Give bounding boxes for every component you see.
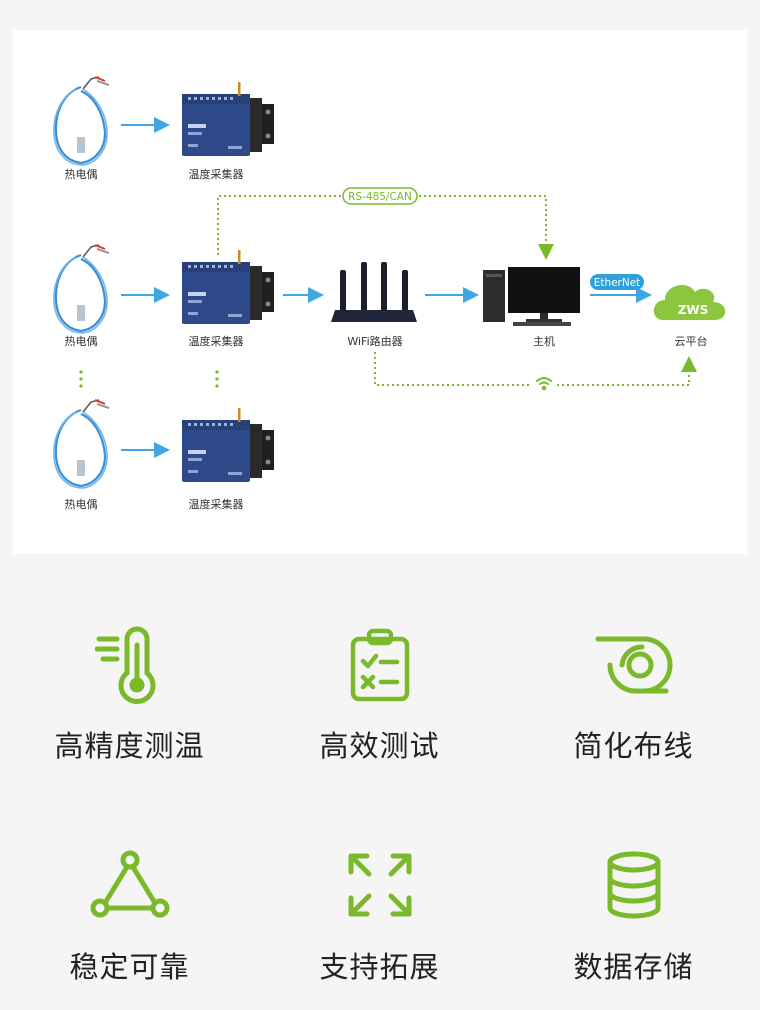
collector-1-label: 温度采集器: [189, 167, 244, 181]
feature-label: 高精度测温: [54, 729, 205, 763]
thermometer-icon: [94, 626, 155, 704]
host-label: 主机: [533, 334, 555, 348]
feature-label: 支持拓展: [319, 950, 440, 984]
cloud-platform-icon: ZWS: [653, 285, 726, 320]
feature-efficient-test: 高效测试: [253, 625, 506, 765]
system-diagram: 热电偶 温度采集器 热电偶 温度采集器 热电偶 温度采集器 RS-485/CAN…: [13, 30, 747, 554]
cloud-logo-text: ZWS: [678, 303, 709, 317]
more-collectors-ellipsis: [215, 370, 219, 388]
thermocouple-2-icon: [52, 243, 111, 335]
collector-2-icon: [182, 250, 274, 324]
collector-2-label: 温度采集器: [189, 334, 244, 348]
feature-stable-reliable: 稳定可靠: [3, 850, 256, 986]
feature-label: 高效测试: [319, 729, 440, 763]
feature-high-precision: 高精度测温: [3, 625, 256, 765]
thermocouple-1-label: 热电偶: [65, 168, 98, 181]
ethernet-link-label: EtherNet: [594, 277, 641, 289]
more-thermocouples-ellipsis: [79, 370, 83, 388]
triangle-nodes-icon: [90, 850, 169, 918]
thermocouple-2-label: 热电偶: [65, 335, 98, 348]
thermocouple-3-icon: [52, 398, 111, 490]
wifi-icon: [536, 377, 552, 391]
router-label: WiFi路由器: [347, 334, 402, 348]
feature-label: 数据存储: [573, 950, 694, 984]
diagram-canvas: 热电偶 温度采集器 热电偶 温度采集器 热电偶 温度采集器 RS-485/CAN…: [52, 75, 726, 511]
feature-expandable: 支持拓展: [253, 850, 506, 986]
checklist-icon: [350, 628, 409, 702]
wifi-router-icon: [331, 262, 417, 322]
feature-label: 稳定可靠: [69, 950, 190, 984]
feature-label: 简化布线: [573, 729, 694, 763]
host-computer-icon: [483, 267, 580, 326]
thermocouple-1-icon: [52, 75, 111, 167]
collector-3-label: 温度采集器: [189, 497, 244, 511]
collector-1-icon: [182, 82, 274, 156]
cloud-label: 云平台: [675, 334, 708, 348]
feature-data-storage: 数据存储: [507, 850, 760, 986]
feature-simplified-wiring: 简化布线: [507, 625, 760, 765]
rs485-link-label: RS-485/CAN: [348, 191, 412, 203]
expand-arrows-icon: [348, 853, 411, 917]
thermocouple-3-label: 热电偶: [65, 498, 98, 511]
collector-3-icon: [182, 408, 274, 482]
cable-spool-icon: [595, 636, 672, 694]
database-icon: [607, 851, 660, 919]
